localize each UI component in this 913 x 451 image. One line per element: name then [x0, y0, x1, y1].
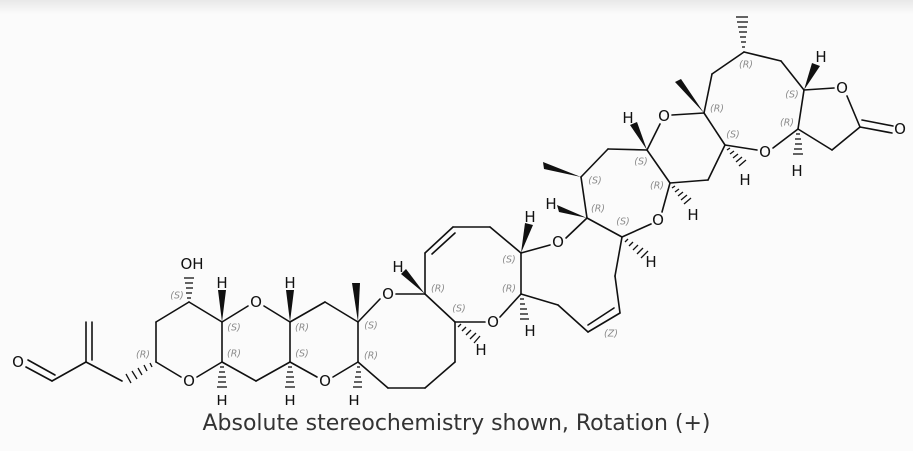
- hydrogen-atom-label: H: [791, 162, 802, 180]
- stereo-descriptor: (Z): [604, 329, 618, 340]
- stereo-descriptor: (S): [726, 130, 739, 141]
- stereo-descriptor: (S): [452, 304, 465, 315]
- stereo-descriptor-labels: (S) (R) (S) (R) (R) (S) (S) (R) (R) (S) (S) (R) (Z) (…: [136, 60, 799, 362]
- oxygen-atom-label: O: [894, 120, 906, 138]
- stereo-descriptor: (R): [780, 118, 794, 129]
- hydrogen-atom-label: H: [645, 253, 656, 271]
- stereo-descriptor: (S): [616, 217, 629, 228]
- stereo-descriptor: (S): [634, 157, 647, 168]
- stereo-descriptor: (R): [431, 284, 445, 295]
- stereo-descriptor: (R): [502, 284, 516, 295]
- oxygen-atom-label: O: [487, 313, 499, 331]
- stereo-descriptor: (R): [591, 204, 605, 215]
- oxygen-atom-label: O: [552, 233, 564, 251]
- hydrogen-atom-label: H: [687, 206, 698, 224]
- hydrogen-atom-label: H: [739, 171, 750, 189]
- hydrogen-atom-label: H: [216, 392, 227, 405]
- oxygen-atom-label: O: [319, 372, 331, 390]
- stereo-descriptor: (R): [650, 181, 664, 192]
- hydroxyl-label: OH: [180, 255, 203, 273]
- stereo-descriptor: (R): [136, 350, 150, 361]
- stereo-descriptor: (S): [170, 291, 183, 302]
- hydrogen-atom-label: H: [815, 48, 826, 66]
- stereo-descriptor: (S): [785, 90, 798, 101]
- hydrogen-atom-label: H: [348, 392, 359, 405]
- hydrogen-atom-label: H: [216, 274, 227, 292]
- hydrogen-atom-label: H: [524, 208, 535, 226]
- hydrogen-atom-label: H: [284, 392, 295, 405]
- hydrogen-atom-label: H: [622, 109, 633, 127]
- stereo-descriptor: (S): [227, 323, 240, 334]
- hydrogen-atom-label: H: [524, 322, 535, 340]
- oxygen-atom-label: O: [12, 353, 24, 371]
- stereo-descriptor: (S): [295, 349, 308, 360]
- oxygen-atom-label: O: [658, 107, 670, 125]
- stereo-descriptor: (R): [710, 104, 724, 115]
- stereo-wedges: [218, 63, 820, 322]
- stereo-descriptor: (S): [588, 176, 601, 187]
- hydrogen-atom-label: H: [545, 195, 556, 213]
- stereo-descriptor: (R): [227, 349, 241, 360]
- oxygen-atom-label: O: [382, 285, 394, 303]
- stereo-descriptor: (R): [739, 60, 753, 71]
- oxygen-atom-label: O: [836, 79, 848, 97]
- hydrogen-atom-label: H: [392, 258, 403, 276]
- hydrogen-atom-label: H: [475, 341, 486, 359]
- stereo-descriptor: (R): [364, 351, 378, 362]
- oxygen-atom-label: O: [652, 211, 664, 229]
- oxygen-atom-label: O: [250, 293, 262, 311]
- bonds: [25, 51, 894, 389]
- stereo-descriptor: (R): [295, 323, 309, 334]
- stereo-descriptor: (S): [364, 321, 377, 332]
- hashed-wedges: [125, 16, 803, 388]
- stereochemistry-caption: Absolute stereochemistry shown, Rotation…: [202, 411, 711, 436]
- hydrogen-atom-label: H: [284, 274, 295, 292]
- oxygen-atom-label: O: [183, 372, 195, 390]
- top-shade: [0, 0, 913, 14]
- oxygen-atom-label: O: [759, 143, 771, 161]
- stereo-descriptor: (S): [502, 255, 515, 266]
